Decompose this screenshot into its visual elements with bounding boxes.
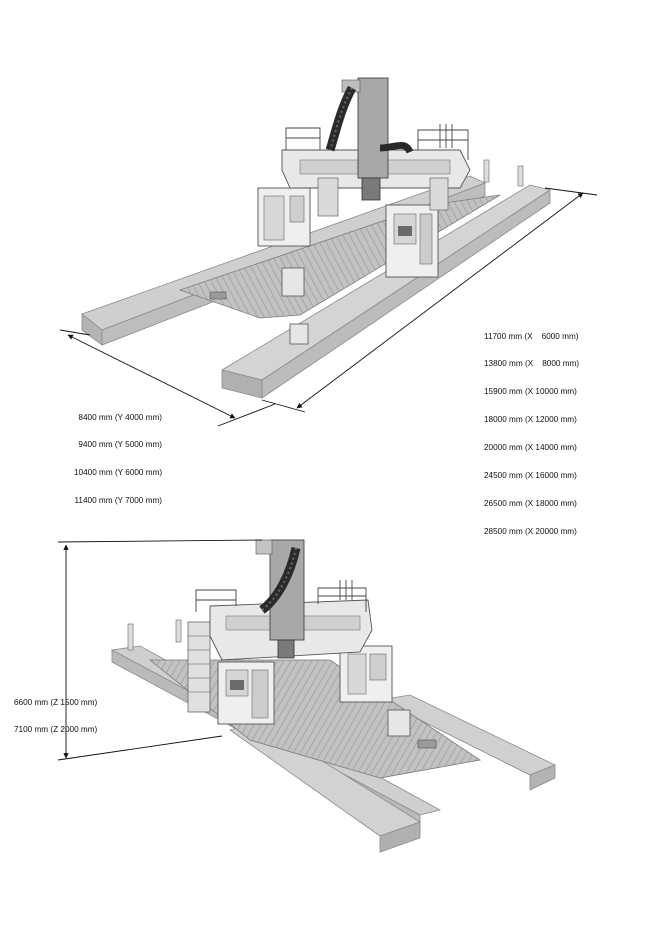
z-dimension-2: 7100 mm (Z 2000 mm) — [14, 725, 98, 735]
x-dimension-5: 20000 mm (X 14000 mm) — [484, 443, 577, 453]
x-dimension-7: 26500 mm (X 18000 mm) — [484, 498, 577, 508]
top-railing — [285, 124, 469, 160]
x-dimension-list: 11700 mm (X 6000 mm) 13800 mm (X 8000 mm… — [484, 313, 579, 545]
x-dimension-4: 18000 mm (X 12000 mm) — [484, 415, 577, 425]
y-dimension-4: 11400 mm (Y 7000 mm) — [74, 496, 162, 506]
top-machine-illustration — [81, 77, 551, 399]
x-dimension-6: 24500 mm (X 16000 mm) — [484, 471, 577, 481]
bottom-railing — [195, 580, 367, 612]
y-dimension-3: 10400 mm (Y 6000 mm) — [74, 468, 163, 478]
y-dimension-2: 9400 mm (Y 5000 mm) — [78, 440, 162, 450]
bottom-machine-illustration — [110, 539, 556, 853]
x-dimension-2: 13800 mm (X 8000 mm) — [484, 359, 580, 369]
x-dimension-1: 11700 mm (X 6000 mm) — [484, 331, 579, 341]
z-dimension-1: 6600 mm (Z 1500 mm) — [14, 697, 98, 707]
bottom-dimension-lines — [57, 539, 263, 761]
y-dimension-list: 8400 mm (Y 4000 mm) 9400 mm (Y 5000 mm) … — [74, 394, 162, 515]
z-dimension-list: 6600 mm (Z 1500 mm) 7100 mm (Z 2000 mm) — [14, 679, 97, 744]
x-dimension-3: 15900 mm (X 10000 mm) — [484, 387, 577, 397]
top-dimension-lines — [59, 187, 598, 427]
y-dimension-1: 8400 mm (Y 4000 mm) — [78, 412, 162, 422]
top-ram-column — [357, 77, 389, 179]
x-dimension-8: 28500 mm (X 20000 mm) — [484, 526, 577, 536]
